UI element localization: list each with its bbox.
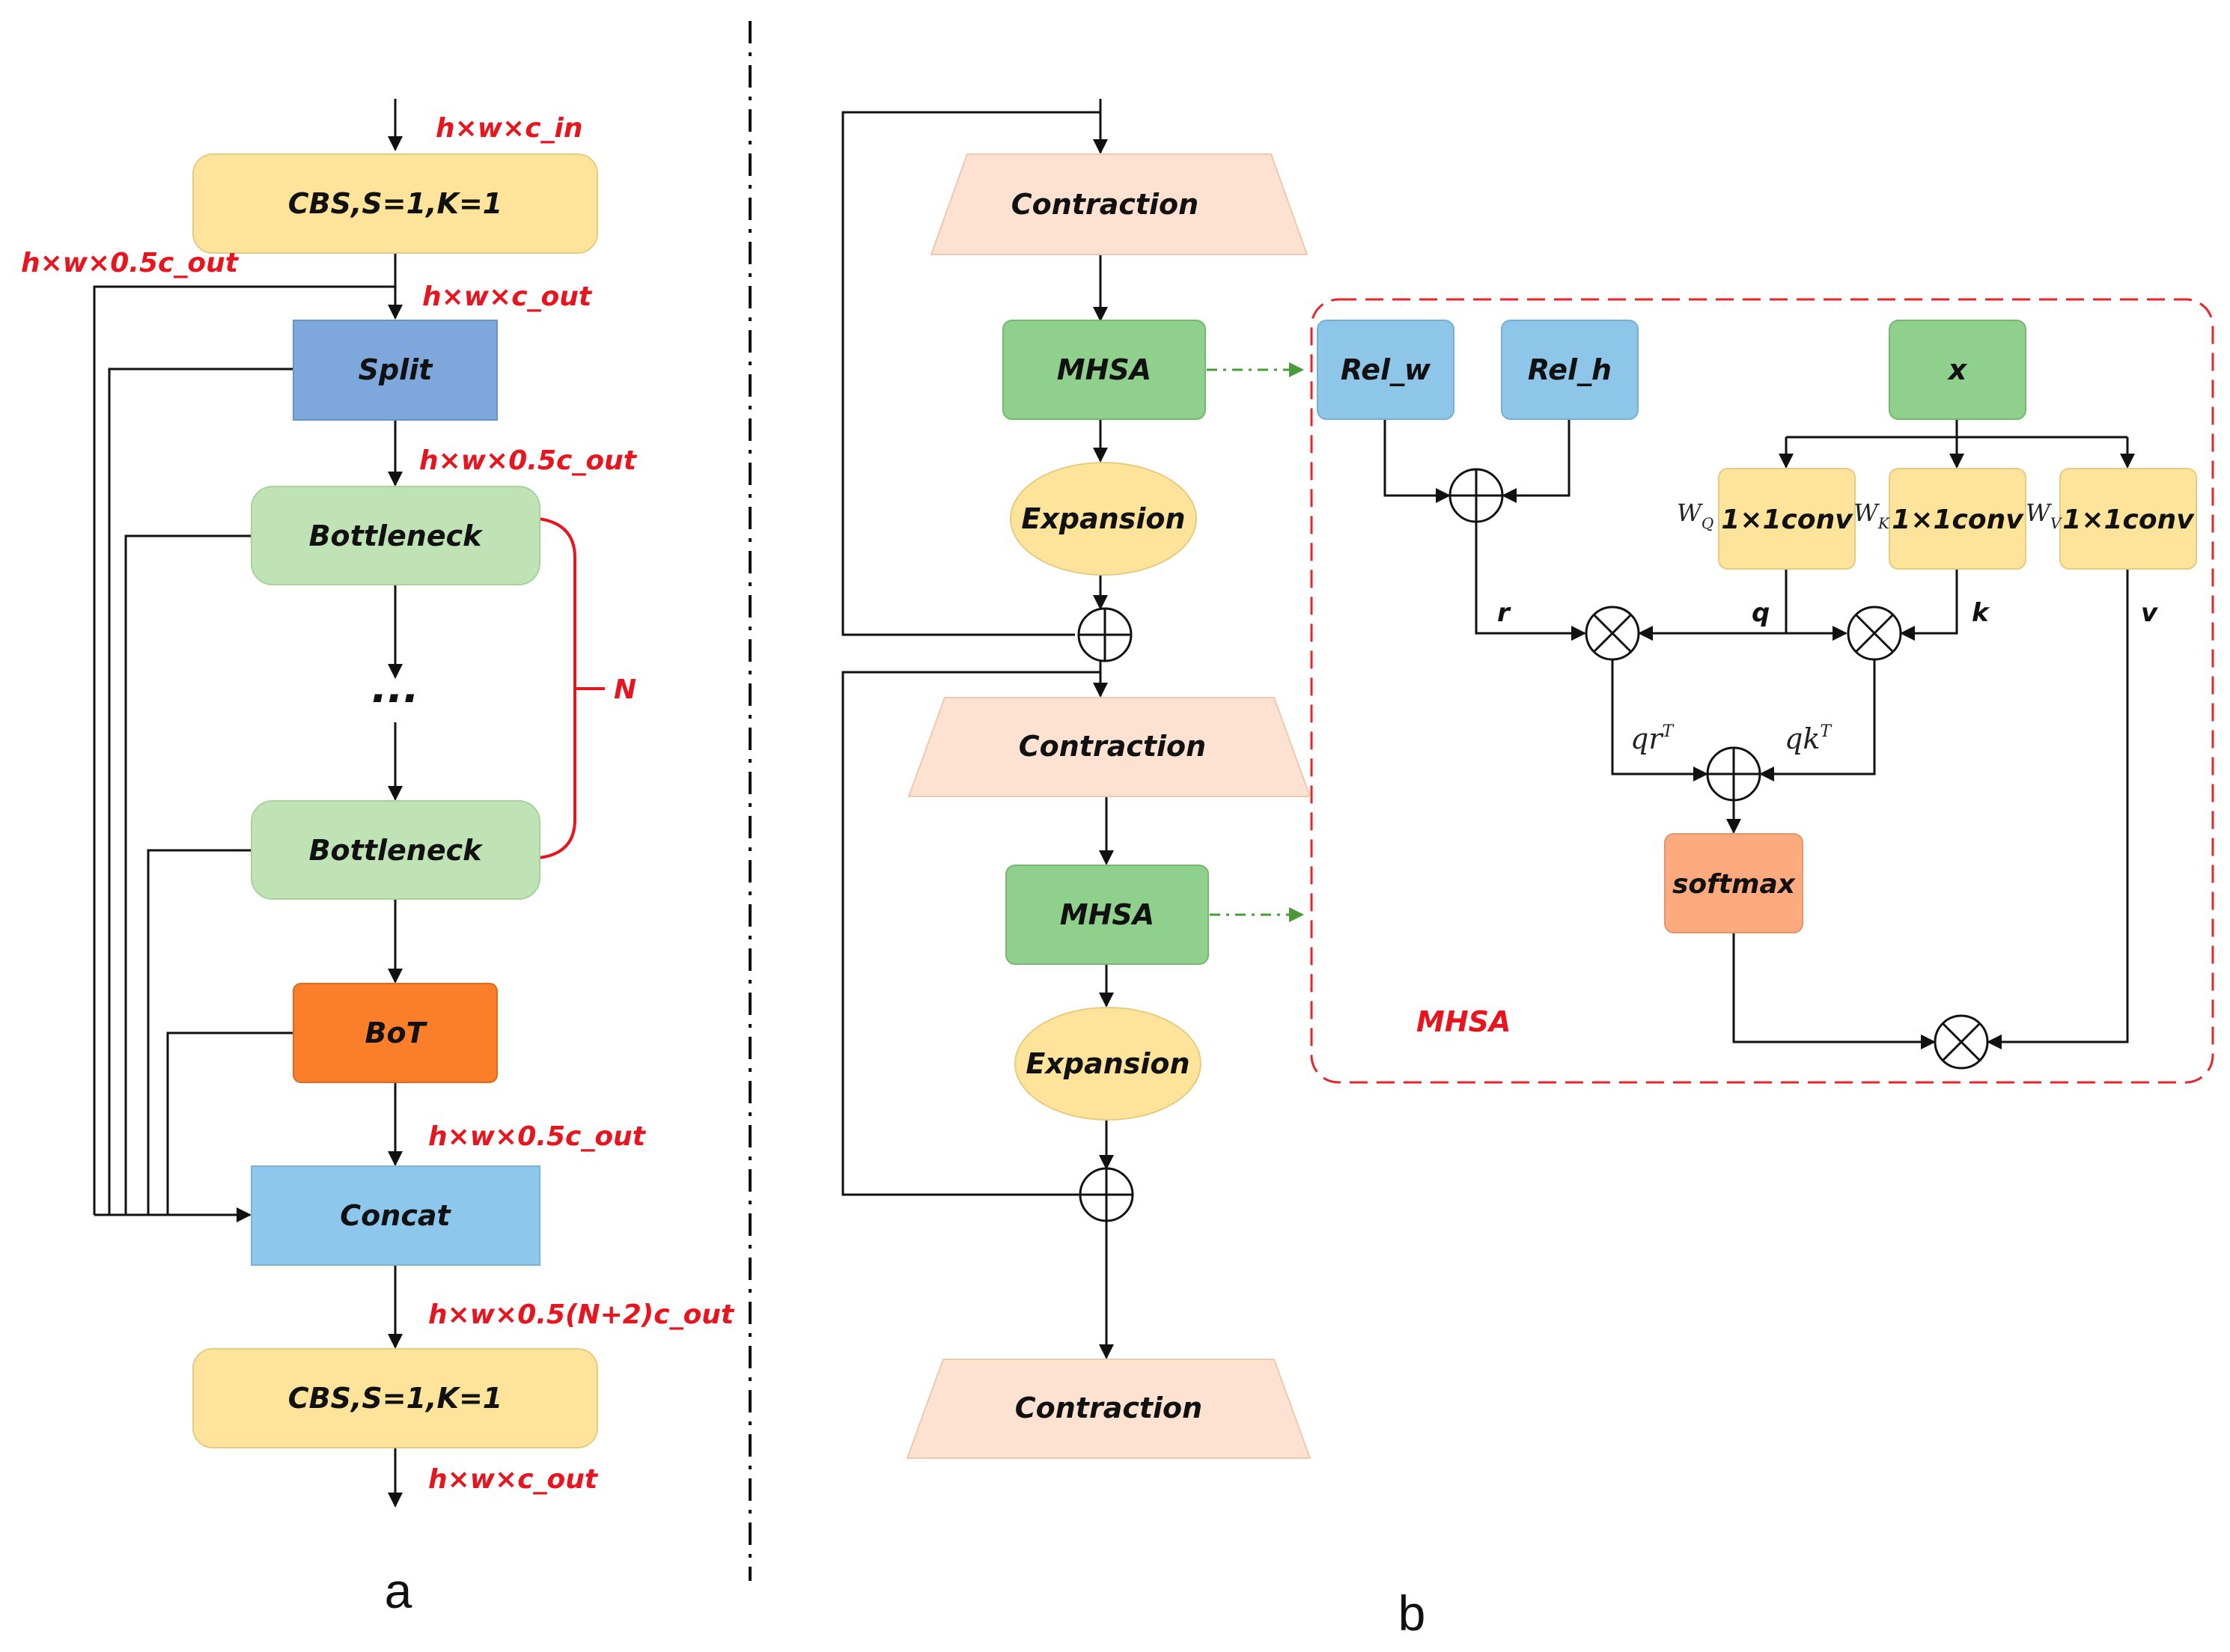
rel-w-label: Rel_w — [1341, 353, 1431, 386]
r-label: r — [1497, 598, 1511, 628]
mhsa-block-2 — [1005, 865, 1209, 965]
conv-k-label: 1×1conv — [1892, 505, 2024, 535]
conv-q-label: 1×1conv — [1721, 505, 1853, 535]
bottleneck-block-1 — [251, 486, 540, 585]
multiply-node-qr — [1585, 606, 1640, 661]
ellipsis-label: ... — [371, 664, 419, 713]
contraction-3-label: Contraction — [1015, 1392, 1202, 1424]
mhsa-1-label: MHSA — [1057, 353, 1151, 386]
contraction-2-label: Contraction — [1019, 730, 1206, 763]
arrow-qk-to-add — [1759, 660, 1876, 781]
rel-h-label: Rel_h — [1528, 353, 1612, 386]
mhsa-detail-title: MHSA — [1416, 1005, 1511, 1038]
panel-a: CBS,S=1,K=1 Split Bottleneck ... Bottlen… — [21, 99, 735, 1618]
shape-label-input: h×w×c_in — [436, 113, 583, 144]
arrow-qr-to-add — [1611, 660, 1708, 781]
bypass-line-4 — [147, 849, 252, 1215]
rel-h-block — [1501, 320, 1639, 420]
softmax-block — [1664, 833, 1803, 933]
bot-label: BoT — [365, 1017, 428, 1049]
x-block — [1889, 320, 2026, 420]
mhsa-detail: Rel_w Rel_h x 1×1conv 1×1conv 1×1conv so… — [1317, 320, 2197, 1070]
cbs-top-label: CBS,S=1,K=1 — [288, 187, 502, 220]
bottleneck-2-label: Bottleneck — [309, 834, 484, 867]
cbs-bottom-label: CBS,S=1,K=1 — [288, 1382, 502, 1415]
conv-k-block — [1889, 468, 2026, 570]
add-node-2 — [1079, 1167, 1134, 1222]
bypass-line-1 — [93, 285, 395, 1215]
v-label: v — [2141, 598, 2159, 628]
add-node-1 — [1077, 607, 1133, 662]
shape-label-after-cbs: h×w×c_out — [422, 281, 593, 312]
contraction-block-3 — [906, 1359, 1312, 1459]
expansion-block-2 — [1014, 1007, 1201, 1121]
contraction-block-2 — [907, 697, 1312, 797]
cbs-top-block — [192, 153, 598, 254]
concat-block — [251, 1165, 540, 1266]
add-node-rel — [1448, 468, 1504, 523]
arrow-relh-to-add — [1502, 419, 1571, 503]
bottleneck-1-label: Bottleneck — [309, 519, 484, 552]
contraction-1-label: Contraction — [1011, 188, 1198, 221]
repeat-bracket — [538, 517, 576, 859]
weight-v-symbol: WV — [2026, 499, 2063, 532]
shape-label-after-concat: h×w×0.5(N+2)c_out — [428, 1299, 735, 1330]
residual-loop-2 — [841, 671, 1100, 1196]
caption-b: b — [1398, 1585, 1426, 1641]
x-label: x — [1947, 353, 1968, 386]
shape-label-after-bot: h×w×0.5c_out — [428, 1121, 647, 1152]
expansion-2-label: Expansion — [1026, 1047, 1189, 1080]
split-block — [293, 320, 498, 421]
arrow-k-to-mult-2 — [1900, 569, 1958, 641]
shape-label-after-split: h×w×0.5c_out — [419, 445, 638, 476]
mhsa-detail-frame — [1310, 298, 2214, 1084]
shape-label-output: h×w×c_out — [428, 1464, 599, 1495]
weight-k-symbol: WK — [1853, 499, 1890, 532]
panel-b: Contraction MHSA Expansion Contraction M… — [841, 99, 2214, 1641]
qk-transpose-label: qkT — [1785, 722, 1833, 755]
q-label: q — [1752, 598, 1770, 628]
expansion-block-1 — [1010, 462, 1197, 576]
bot-block — [293, 983, 498, 1083]
k-label: k — [1972, 598, 1990, 628]
residual-loop-1 — [841, 99, 1102, 636]
concat-label: Concat — [340, 1199, 451, 1232]
weight-q-symbol: WQ — [1677, 499, 1713, 532]
caption-a: a — [385, 1563, 412, 1618]
mhsa-2-label: MHSA — [1060, 898, 1154, 931]
cbs-bottom-block — [192, 1348, 598, 1448]
bypass-line-2 — [108, 368, 293, 1215]
contraction-block-1 — [930, 153, 1309, 255]
split-label: Split — [359, 353, 434, 386]
repeat-label: N — [614, 674, 636, 705]
rel-w-block — [1317, 320, 1454, 420]
multiply-node-qk — [1847, 606, 1902, 661]
arrow-r-to-mult-1 — [1475, 522, 1586, 641]
conv-q-block — [1718, 468, 1856, 570]
arrow-v-to-mult — [1987, 569, 2129, 1049]
arrow-softmax-to-mult — [1732, 933, 1936, 1049]
bypass-line-5 — [166, 1031, 293, 1215]
bypass-line-3 — [124, 534, 252, 1215]
qr-transpose-label: qrT — [1630, 722, 1675, 755]
expansion-1-label: Expansion — [1021, 502, 1185, 535]
conv-v-label: 1×1conv — [2062, 505, 2195, 535]
mhsa-block-1 — [1002, 320, 1206, 420]
bottleneck-block-2 — [251, 800, 540, 900]
conv-v-block — [2059, 468, 2197, 570]
arrow-relw-to-add — [1383, 419, 1451, 503]
softmax-label: softmax — [1672, 869, 1797, 900]
shape-label-half-bypass: h×w×0.5c_out — [21, 248, 240, 278]
multiply-node-output — [1934, 1014, 1989, 1070]
add-node-scores — [1706, 746, 1761, 802]
